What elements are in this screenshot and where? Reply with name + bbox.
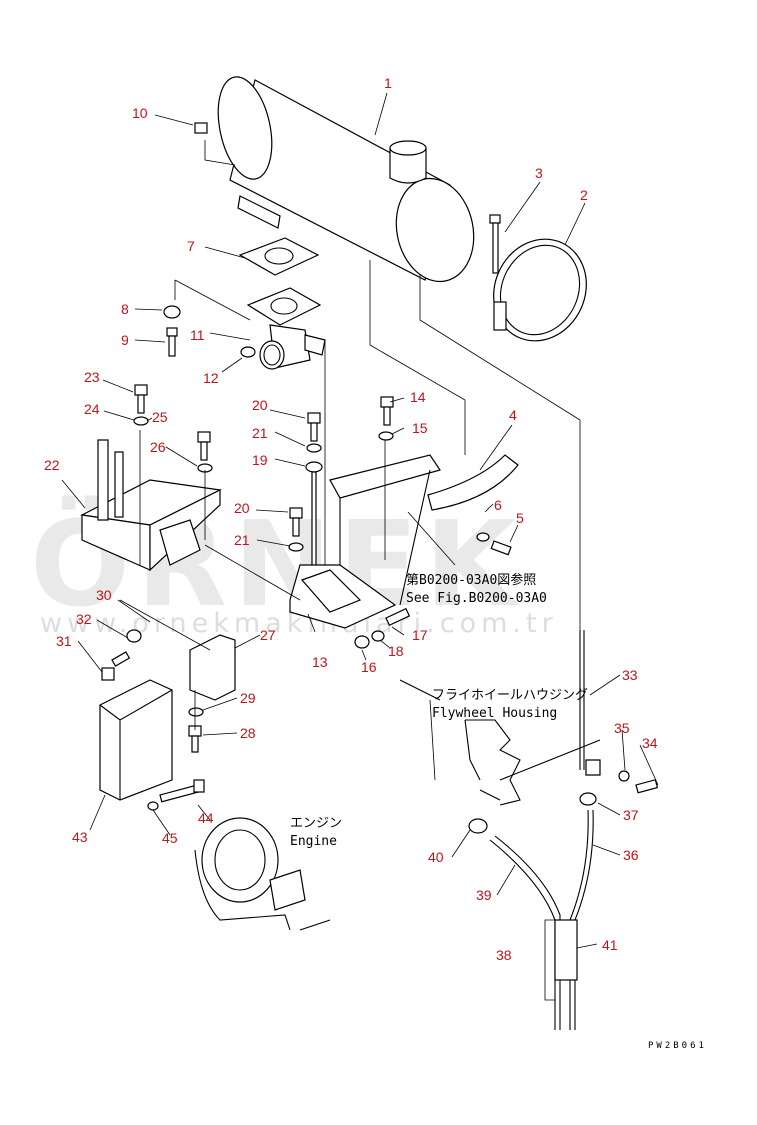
callout-40: 40 — [428, 849, 444, 865]
callout-12: 12 — [203, 370, 219, 386]
ref-note-jp: 第B0200-03A0図参照 — [406, 572, 536, 588]
engine-note-jp: エンジン — [290, 816, 342, 831]
callout-3: 3 — [535, 165, 543, 181]
callout-29: 29 — [240, 690, 256, 706]
drawing-code: PW2B061 — [648, 1041, 707, 1051]
callout-1: 1 — [384, 75, 392, 91]
cover-43 — [99, 679, 173, 801]
callout-44: 44 — [198, 810, 214, 826]
callout-7: 7 — [187, 238, 195, 254]
callout-32: 32 — [76, 611, 92, 627]
elbow — [246, 287, 326, 370]
callout-37: 37 — [623, 807, 639, 823]
gasket — [238, 237, 320, 276]
callout-17: 17 — [412, 627, 428, 643]
pipes — [489, 630, 601, 1030]
assembly-lines — [119, 140, 581, 781]
callout-4: 4 — [509, 407, 517, 423]
callout-21b: 21 — [234, 532, 250, 548]
callout-20a: 20 — [252, 397, 268, 413]
flywheel-note-jp: フライホイールハウジング — [432, 688, 588, 703]
engine-note-en: Engine — [290, 834, 337, 849]
callout-38: 38 — [496, 947, 512, 963]
watermark: ÖRNEK www.ornekmakinalari.com.tr — [30, 495, 553, 639]
callout-30: 30 — [96, 587, 112, 603]
bolts-washers — [101, 122, 659, 834]
callout-33: 33 — [622, 667, 638, 683]
callout-6: 6 — [494, 497, 502, 513]
callout-8: 8 — [121, 301, 129, 317]
flywheel-note-en: Flywheel Housing — [432, 706, 557, 721]
reference-notes: 第B0200-03A0図参照 See Fig.B0200-03A0 フライホイー… — [290, 572, 707, 1051]
callout-24: 24 — [84, 401, 100, 417]
callout-20b: 20 — [234, 500, 250, 516]
callout-19: 19 — [252, 452, 268, 468]
callout-15: 15 — [412, 420, 428, 436]
callout-22: 22 — [44, 457, 60, 473]
callout-28: 28 — [240, 725, 256, 741]
clamp-band — [493, 238, 587, 342]
cover — [427, 454, 519, 511]
callout-2: 2 — [580, 187, 588, 203]
bracket-left — [80, 439, 222, 572]
callout-35: 35 — [614, 720, 630, 736]
clamp-bolt — [489, 214, 501, 274]
callout-9: 9 — [121, 332, 129, 348]
bracket-27 — [189, 634, 236, 701]
callout-11: 11 — [190, 327, 205, 343]
callout-5: 5 — [516, 510, 524, 526]
callout-23: 23 — [84, 369, 100, 385]
callout-36: 36 — [623, 847, 639, 863]
callout-26: 26 — [150, 439, 166, 455]
callout-numbers: 1 2 3 4 5 6 7 8 9 10 11 12 13 14 15 16 1… — [44, 75, 658, 963]
callout-18: 18 — [388, 643, 404, 659]
callout-13: 13 — [312, 654, 328, 670]
callout-16: 16 — [361, 659, 377, 675]
callout-43: 43 — [72, 829, 88, 845]
callout-41: 41 — [602, 937, 618, 953]
callout-21a: 21 — [252, 425, 268, 441]
callout-39: 39 — [476, 887, 492, 903]
flywheel-housing — [399, 679, 601, 806]
callout-27: 27 — [260, 627, 276, 643]
leaders — [61, 92, 659, 1001]
ref-note-en: See Fig.B0200-03A0 — [406, 591, 547, 606]
callout-31: 31 — [56, 633, 72, 649]
callout-34: 34 — [642, 735, 658, 751]
muffler — [217, 76, 475, 283]
callout-14: 14 — [410, 389, 426, 405]
callout-25: 25 — [152, 409, 168, 425]
callout-45: 45 — [162, 830, 178, 846]
callout-10: 10 — [132, 105, 148, 121]
engine — [194, 817, 331, 931]
